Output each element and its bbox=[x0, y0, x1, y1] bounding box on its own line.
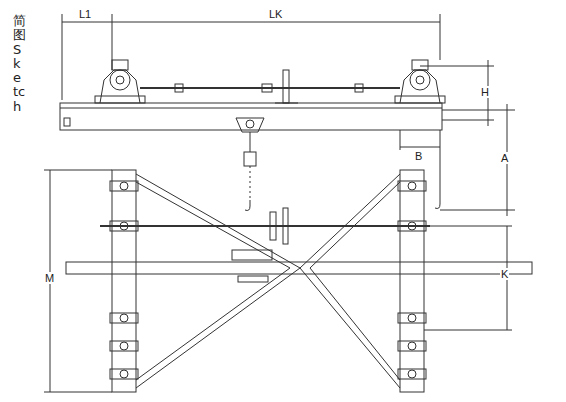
wheel bbox=[398, 313, 426, 323]
wheel bbox=[110, 369, 138, 379]
end-carriage-plan bbox=[400, 170, 424, 392]
wheel-hub bbox=[408, 370, 416, 378]
wheel-hub bbox=[120, 222, 128, 230]
dimension-label: M bbox=[44, 272, 55, 284]
wheel-hub bbox=[120, 342, 128, 350]
wheel bbox=[110, 221, 138, 231]
hand-wheel bbox=[283, 70, 289, 103]
end-carriage-plan bbox=[112, 170, 136, 392]
hand-wheel bbox=[283, 208, 288, 244]
wheel-hub bbox=[120, 370, 128, 378]
dimension-label: L1 bbox=[78, 8, 92, 20]
sheet-title: 简图 Sketch bbox=[12, 14, 27, 114]
wheel-hub bbox=[408, 314, 416, 322]
end-carriage bbox=[95, 60, 145, 103]
wheel bbox=[110, 181, 138, 191]
wheel-hub bbox=[120, 182, 128, 190]
wheel-hub bbox=[408, 342, 416, 350]
dimension-line bbox=[62, 22, 440, 23]
dimension-line bbox=[400, 147, 440, 148]
runway-beam bbox=[66, 262, 532, 274]
bracing bbox=[136, 174, 300, 388]
wheel bbox=[110, 341, 138, 351]
wheel bbox=[398, 181, 426, 191]
dimension-label: A bbox=[500, 152, 509, 164]
dimension-label: K bbox=[500, 268, 509, 280]
hoist bbox=[236, 118, 264, 211]
dimension-label: LK bbox=[268, 8, 283, 20]
wheel bbox=[398, 369, 426, 379]
wheel bbox=[398, 221, 426, 231]
girder bbox=[60, 103, 442, 130]
drive-shaft bbox=[140, 87, 400, 89]
dimension-label: B bbox=[414, 150, 423, 162]
wheel-hub bbox=[120, 314, 128, 322]
drive-shaft bbox=[100, 225, 430, 227]
wheel-hub bbox=[408, 222, 416, 230]
wheel-hub bbox=[408, 182, 416, 190]
dimension-label: H bbox=[480, 86, 490, 98]
wheel bbox=[110, 313, 138, 323]
wheel bbox=[398, 341, 426, 351]
